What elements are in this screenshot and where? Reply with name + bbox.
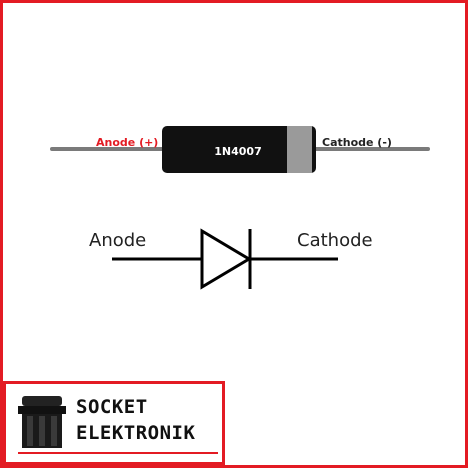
diode-body xyxy=(162,126,316,173)
anode-plus-label: Anode (+) xyxy=(96,136,158,149)
cathode-band xyxy=(287,126,312,173)
symbol-cathode-label: Cathode xyxy=(297,230,373,251)
part-number-label: 1N4007 xyxy=(214,145,261,158)
cathode-minus-label: Cathode (-) xyxy=(322,136,392,149)
brand-line1: SOCKET xyxy=(76,396,148,418)
socket-icon xyxy=(18,396,66,448)
symbol-anode-label: Anode xyxy=(89,230,146,251)
brand-text: SOCKET ELEKTRONIK xyxy=(76,394,195,446)
brand-line2: ELEKTRONIK xyxy=(76,422,196,444)
diode-symbol: Anode Cathode xyxy=(89,228,373,290)
brand-underline xyxy=(18,452,218,454)
brand-logo: SOCKET ELEKTRONIK xyxy=(3,381,225,465)
physical-diode: 1N4007 Anode (+) Cathode (-) xyxy=(50,126,430,173)
symbol-triangle xyxy=(200,228,252,290)
